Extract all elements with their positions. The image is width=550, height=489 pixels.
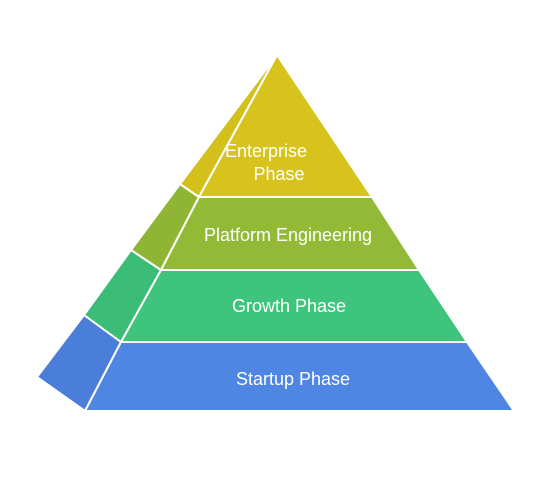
layer-startup: Startup Phase — [36, 314, 515, 412]
layer-growth: Growth Phase — [83, 249, 468, 343]
layer-platform: Platform Engineering — [130, 183, 420, 271]
layer-startup-label: Startup Phase — [236, 369, 350, 389]
layer-enterprise-label-line2: Phase — [253, 164, 304, 184]
layer-enterprise: Enterprise Phase — [179, 54, 373, 198]
layer-platform-label: Platform Engineering — [204, 225, 372, 245]
layer-enterprise-label: Enterprise — [225, 141, 307, 161]
layer-growth-label: Growth Phase — [232, 296, 346, 316]
layer-enterprise-front — [198, 54, 373, 198]
